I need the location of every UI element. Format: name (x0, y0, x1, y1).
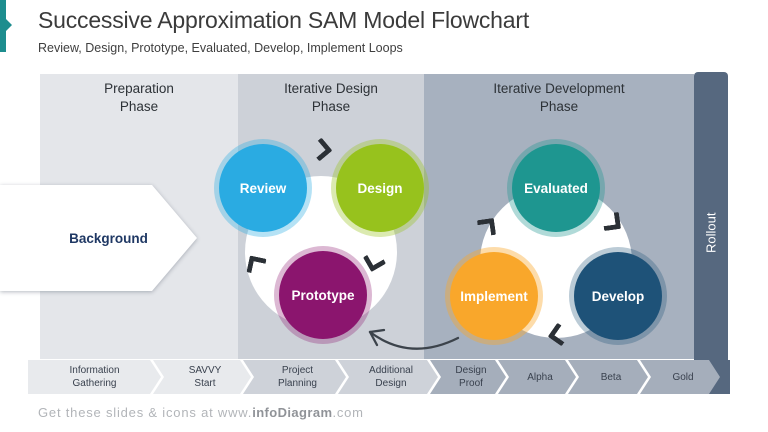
footer-credit: Get these slides & icons at www.infoDiag… (38, 405, 364, 420)
timeline-chevron-gold: Gold (640, 360, 720, 394)
loop-circle-evaluated-label: Evaluated (524, 180, 588, 196)
background-arrow: Background (0, 185, 197, 291)
cycle-arrow-icon (246, 255, 267, 276)
loop-circle-implement: Implement (450, 252, 538, 340)
loop-circle-review-label: Review (239, 180, 287, 196)
footer-credit-prefix: Get these slides & icons at www. (38, 405, 253, 420)
loop-circle-design-label: Design (357, 180, 403, 196)
timeline-chevron-project-planning: Project Planning (243, 360, 346, 394)
cycle-arrow-icon (601, 211, 622, 232)
brand-name: infoDiagram (252, 405, 333, 420)
phase-label-preparation: Preparation Phase (104, 81, 174, 114)
timeline-chevron-alpha: Alpha (498, 360, 576, 394)
loop-circle-prototype-label: Prototype (291, 287, 355, 303)
timeline-chevron-additional-design: Additional Design (338, 360, 438, 394)
phase-label-iterative-development: Iterative Development Phase (493, 81, 625, 114)
phase-label-iterative-design: Iterative Design Phase (284, 81, 378, 114)
timeline-chevron-savvy-start: SAVVY Start (153, 360, 251, 394)
timeline-chevron-information-gathering: Information Gathering (28, 360, 161, 394)
rollout-label: Rollout (703, 212, 719, 254)
timeline-chevron-beta: Beta (568, 360, 648, 394)
rollout-bar: Rollout (694, 72, 728, 394)
footer-credit-suffix: .com (332, 405, 364, 420)
timeline-chevron-design-proof: Design Proof (430, 360, 506, 394)
loop-circle-prototype: Prototype (279, 251, 367, 339)
iteration-arrow-icon (368, 328, 460, 350)
loop-circle-implement-label: Implement (460, 288, 528, 304)
loop-circle-design: Design (336, 144, 424, 232)
loop-circle-develop-label: Develop (591, 288, 645, 304)
slide-title: Successive Approximation SAM Model Flowc… (38, 7, 530, 33)
slide-subtitle: Review, Design, Prototype, Evaluated, De… (38, 41, 403, 55)
loop-circle-evaluated: Evaluated (512, 144, 600, 232)
background-arrow-label: Background (69, 230, 148, 246)
loop-circle-review: Review (219, 144, 307, 232)
cycle-arrow-icon (476, 217, 497, 238)
loop-circle-develop: Develop (574, 252, 662, 340)
accent-flag-icon (0, 0, 12, 52)
